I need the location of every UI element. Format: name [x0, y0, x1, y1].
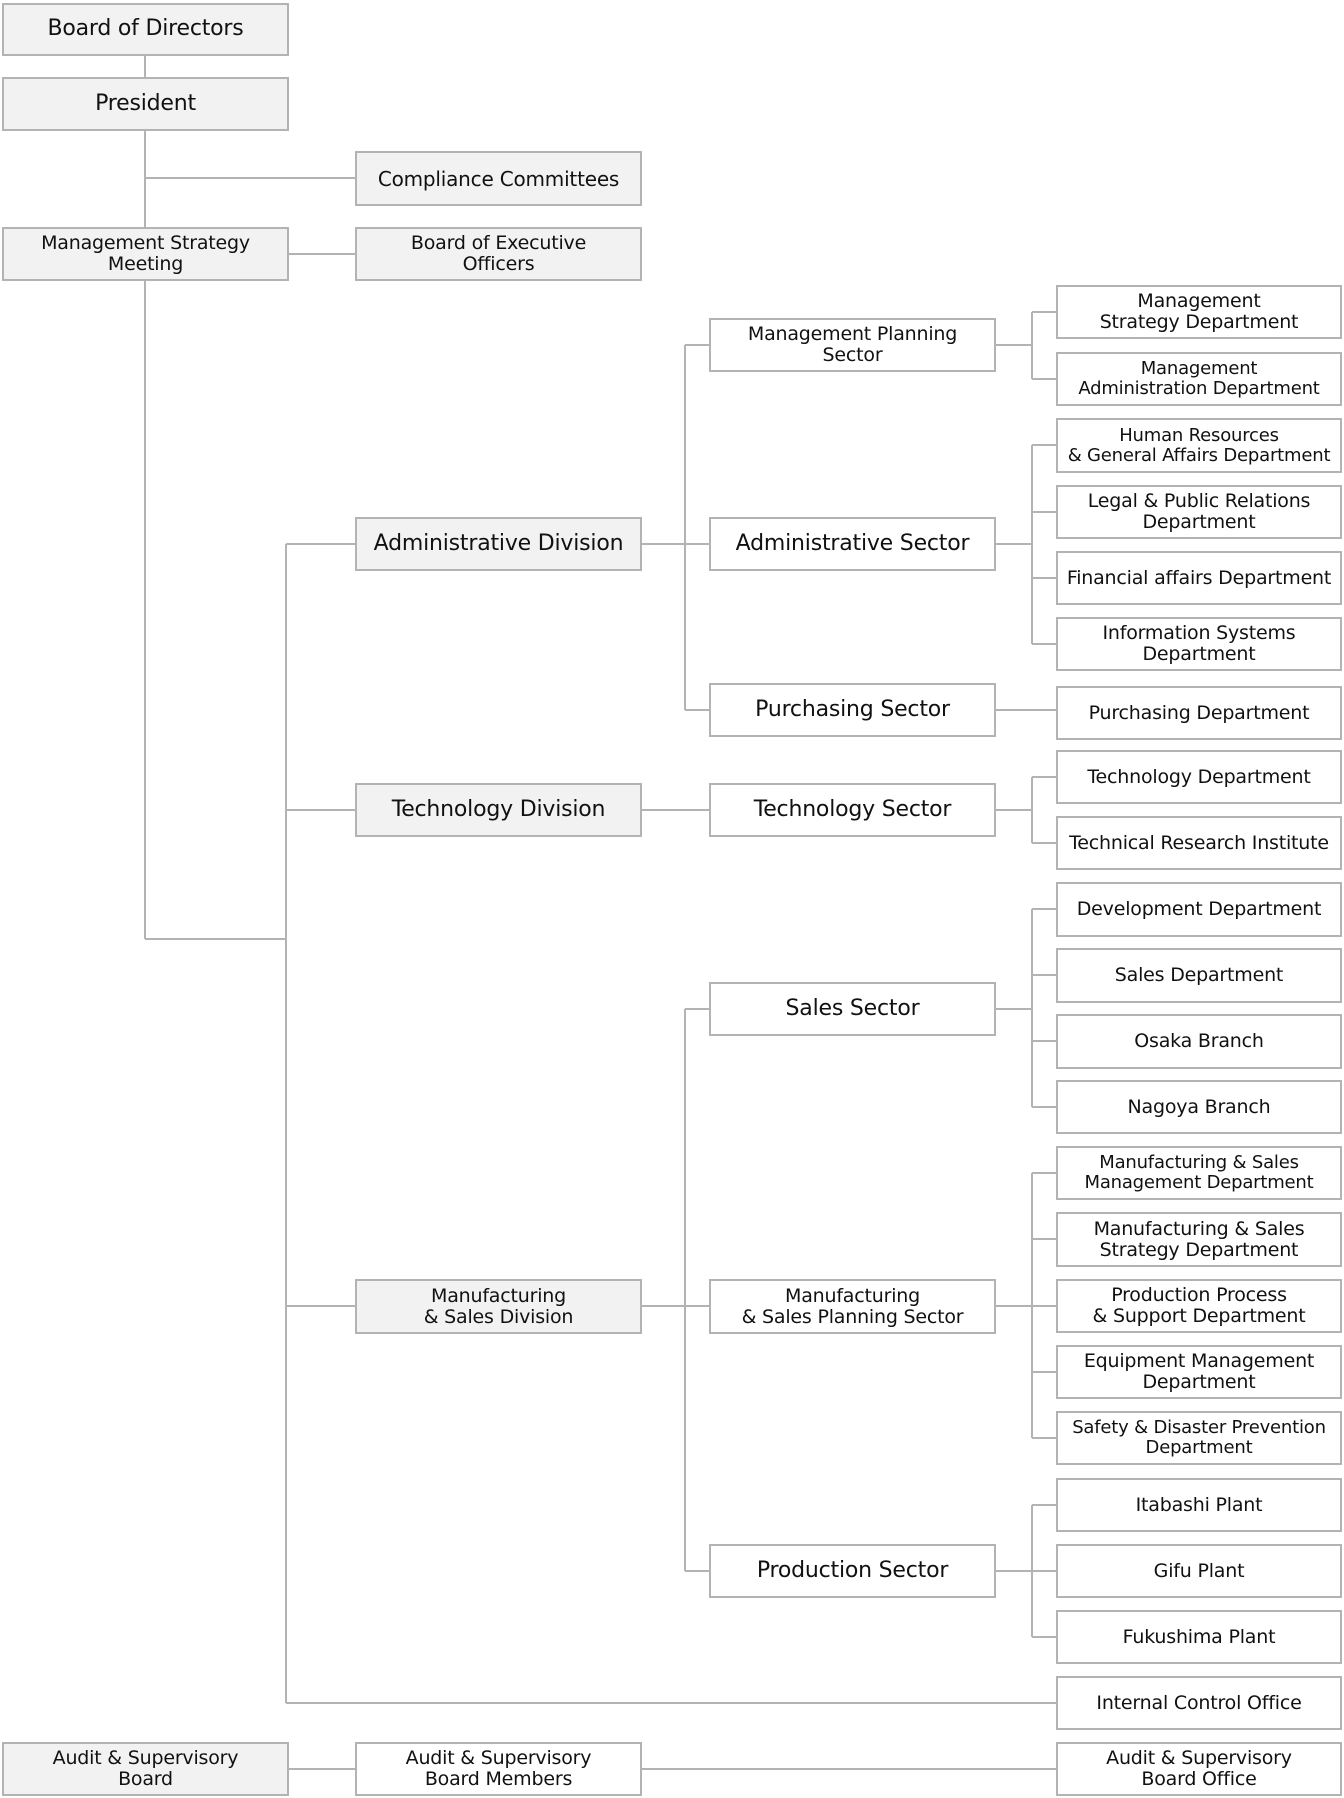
box-manufacturing-sales-management-department: Manufacturing & Sales Management Departm… — [1056, 1146, 1342, 1200]
box-compliance-committees: Compliance Committees — [355, 151, 642, 206]
box-internal-control-office: Internal Control Office — [1056, 1676, 1342, 1730]
box-information-systems-department: Information Systems Department — [1056, 617, 1342, 671]
box-sales-sector: Sales Sector — [709, 982, 996, 1036]
box-manufacturing-sales-strategy-department: Manufacturing & Sales Strategy Departmen… — [1056, 1212, 1342, 1267]
box-production-process-support-department: Production Process & Support Department — [1056, 1279, 1342, 1333]
box-manufacturing-sales-planning-sector: Manufacturing & Sales Planning Sector — [709, 1279, 996, 1334]
box-legal-public-relations-department: Legal & Public Relations Department — [1056, 485, 1342, 539]
box-equipment-management-department: Equipment Management Department — [1056, 1345, 1342, 1399]
box-management-administration-department: Management Administration Department — [1056, 352, 1342, 406]
box-gifu-plant: Gifu Plant — [1056, 1544, 1342, 1598]
box-audit-supervisory-board-office: Audit & Supervisory Board Office — [1056, 1742, 1342, 1796]
box-itabashi-plant: Itabashi Plant — [1056, 1478, 1342, 1532]
box-technology-division: Technology Division — [355, 783, 642, 837]
box-management-strategy-meeting: Management Strategy Meeting — [2, 227, 289, 281]
box-technology-department: Technology Department — [1056, 750, 1342, 804]
box-board-of-executive-officers: Board of Executive Officers — [355, 227, 642, 281]
box-management-strategy-department: Management Strategy Department — [1056, 285, 1342, 339]
box-sales-department: Sales Department — [1056, 948, 1342, 1003]
box-technical-research-institute: Technical Research Institute — [1056, 816, 1342, 870]
box-financial-affairs-department: Financial affairs Department — [1056, 551, 1342, 605]
box-purchasing-department: Purchasing Department — [1056, 686, 1342, 740]
box-human-resources-general-affairs-department: Human Resources & General Affairs Depart… — [1056, 418, 1342, 473]
box-fukushima-plant: Fukushima Plant — [1056, 1610, 1342, 1664]
box-nagoya-branch: Nagoya Branch — [1056, 1080, 1342, 1134]
box-purchasing-sector: Purchasing Sector — [709, 683, 996, 737]
box-administrative-sector: Administrative Sector — [709, 517, 996, 571]
box-osaka-branch: Osaka Branch — [1056, 1014, 1342, 1069]
box-technology-sector: Technology Sector — [709, 783, 996, 837]
box-board-of-directors: Board of Directors — [2, 3, 289, 56]
box-safety-disaster-prevention-department: Safety & Disaster Prevention Department — [1056, 1411, 1342, 1465]
box-manufacturing-sales-division: Manufacturing & Sales Division — [355, 1279, 642, 1334]
box-administrative-division: Administrative Division — [355, 517, 642, 571]
box-president: President — [2, 77, 289, 131]
box-audit-supervisory-board-members: Audit & Supervisory Board Members — [355, 1742, 642, 1796]
box-management-planning-sector: Management Planning Sector — [709, 318, 996, 372]
box-development-department: Development Department — [1056, 882, 1342, 937]
box-production-sector: Production Sector — [709, 1544, 996, 1598]
box-audit-supervisory-board: Audit & Supervisory Board — [2, 1742, 289, 1796]
